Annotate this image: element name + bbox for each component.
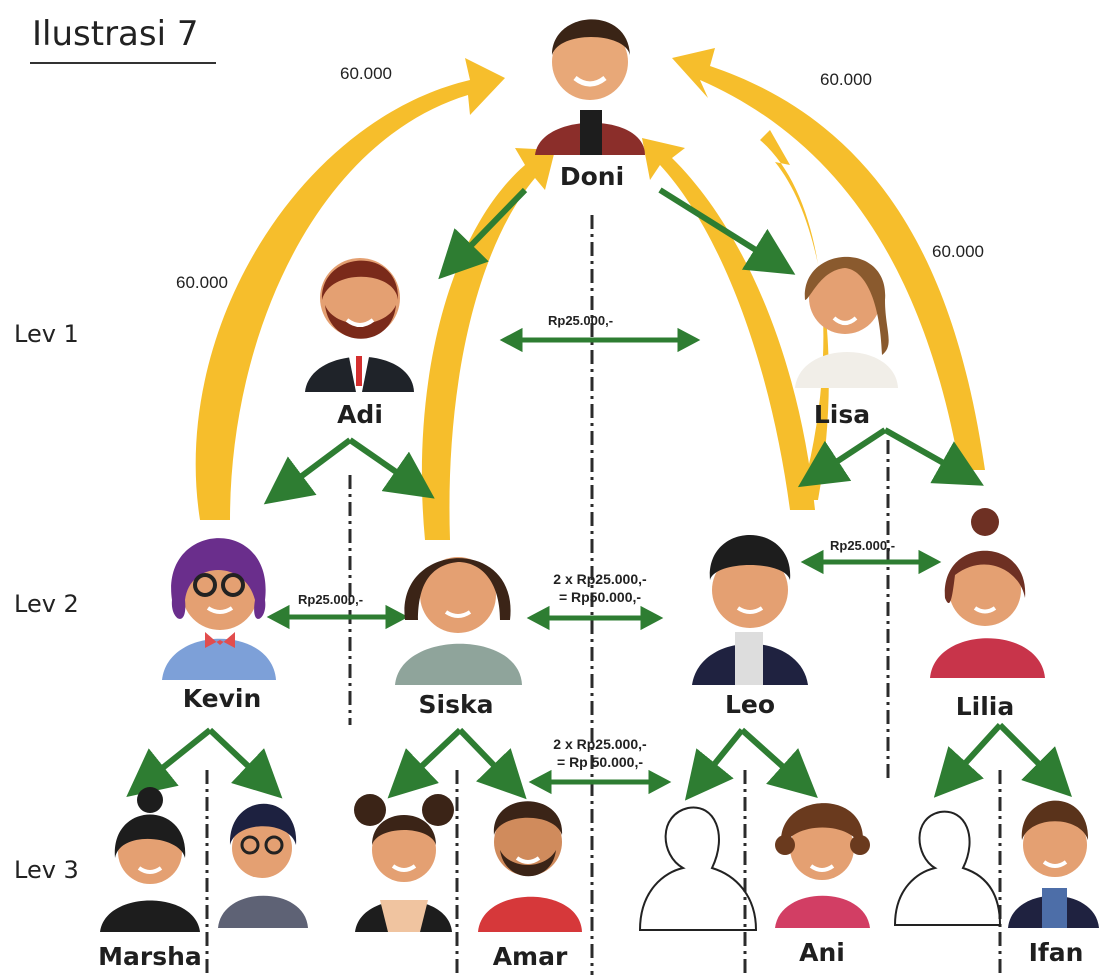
green-arrow-siska-girl <box>387 727 463 799</box>
fee-label-lev3-line1: 2 x Rp25.000,- <box>553 736 647 752</box>
avatar-lilia <box>930 508 1045 678</box>
avatar-leo <box>692 535 808 685</box>
green-arrow-doni-lisa <box>658 187 796 275</box>
level-label-1: Lev 1 <box>14 320 79 348</box>
bonus-amount-top-left: 60.000 <box>340 64 392 83</box>
fee-label-lev3-line2: = Rp 50.000,- <box>557 754 643 770</box>
avatar-adi <box>305 258 414 392</box>
green-arrow-adi-siska <box>348 437 435 499</box>
person-name-doni: Doni <box>559 162 625 191</box>
level-label-2: Lev 2 <box>14 590 79 618</box>
green-arrow-kevin-marsha <box>126 727 212 797</box>
person-name-lilia: Lilia <box>955 692 1015 721</box>
avatar-lisa <box>795 256 898 388</box>
person-name-ani: Ani <box>799 938 845 967</box>
fee-label-lev3: 2 x Rp25.000,- = Rp 50.000,- <box>534 735 666 771</box>
gold-arrow-lilia-doni <box>672 48 985 470</box>
fee-label-leo-lilia: Rp25.000,- <box>830 538 896 553</box>
green-arrow-leo-ani <box>739 727 818 799</box>
fee-label-siska-leo: 2 x Rp25.000,- = Rp50.000,- <box>534 570 666 606</box>
avatar-empty-lilia-child <box>893 810 1002 926</box>
fee-label-lev1: Rp25.000,- <box>548 313 614 328</box>
illustration-title: Ilustrasi 7 <box>32 14 199 54</box>
person-name-leo: Leo <box>724 690 776 719</box>
green-arrow-leo-blank <box>684 728 745 801</box>
green-arrow-lisa-leo <box>797 427 887 488</box>
bonus-amount-top-right: 60.000 <box>820 70 872 89</box>
person-name-marsha: Marsha <box>98 942 202 971</box>
bonus-amount-mid-right: 60.000 <box>932 242 984 261</box>
avatar-ifan <box>1008 800 1099 928</box>
green-arrow-siska-amar <box>457 727 527 800</box>
title-underline <box>30 62 216 64</box>
person-name-kevin: Kevin <box>182 684 262 713</box>
person-name-ifan: Ifan <box>1028 938 1084 967</box>
person-name-amar: Amar <box>492 942 568 971</box>
gold-arrow-kevin-doni <box>195 58 505 520</box>
green-arrow-doni-adi <box>438 187 528 280</box>
avatar-ani <box>775 803 870 928</box>
avatar-doni <box>535 19 645 155</box>
avatar-amar <box>478 801 582 932</box>
person-name-siska: Siska <box>418 690 494 719</box>
avatar-empty-leo-child <box>638 806 758 931</box>
green-arrow-lilia-ifan <box>997 722 1072 797</box>
green-arrow-lisa-lilia <box>883 427 984 486</box>
bonus-amount-mid-left: 60.000 <box>176 273 228 292</box>
avatar-glasses-boy <box>218 803 308 928</box>
level-label-3: Lev 3 <box>14 856 79 884</box>
avatar-bun-girl <box>354 794 454 932</box>
green-arrow-kevin-partner <box>207 727 283 799</box>
gold-arrow-leo-doni <box>642 138 815 510</box>
person-name-adi: Adi <box>337 400 383 429</box>
fee-label-siska-leo-line2: = Rp50.000,- <box>558 589 642 605</box>
fee-label-siska-leo-line1: 2 x Rp25.000,- <box>553 571 647 587</box>
avatar-marsha <box>100 787 200 932</box>
fee-label-kevin-siska: Rp25.000,- <box>298 592 364 607</box>
person-name-lisa: Lisa <box>813 400 871 429</box>
green-arrow-lilia-blank <box>933 722 1003 798</box>
avatar-kevin <box>162 538 276 680</box>
green-arrow-adi-kevin <box>263 437 352 505</box>
avatar-siska <box>395 557 522 685</box>
